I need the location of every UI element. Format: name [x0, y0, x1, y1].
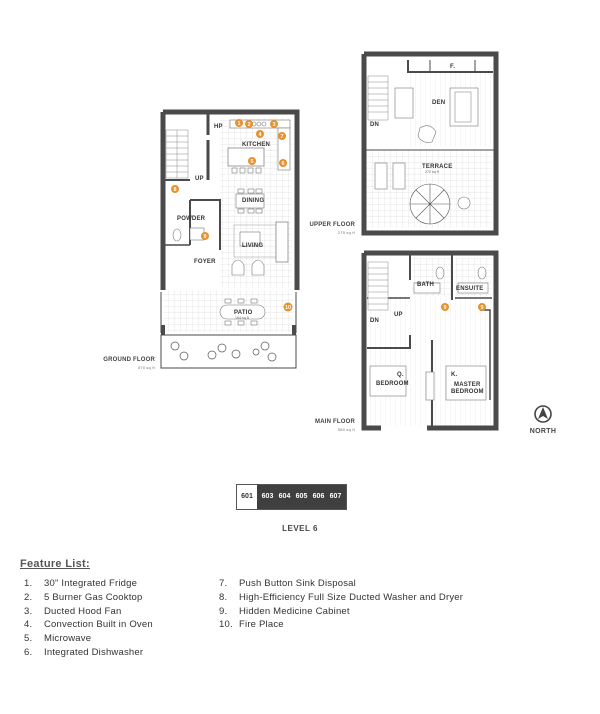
- feature-list-title: Feature List:: [20, 558, 90, 570]
- marker-1: 1: [237, 121, 240, 127]
- feature-item: 4.Convection Built in Oven: [24, 619, 153, 631]
- room-bath: BATH: [417, 282, 434, 288]
- unit-603: 603: [261, 493, 274, 500]
- marker-2: 2: [247, 122, 250, 128]
- feature-item: 1.30" Integrated Fridge: [24, 578, 138, 589]
- main-floor-label: MAIN FLOOR 580 sq ft: [315, 419, 355, 432]
- unit-606: 606: [312, 493, 325, 500]
- feature-markers-ground: 1 2 3 4 7 5 6 8 9 10: [171, 119, 293, 312]
- upper-floor-label: UPPER FLOOR 275 sq ft: [309, 222, 355, 235]
- terrace-area: 270 sq ft: [425, 170, 439, 174]
- marker-10: 10: [285, 305, 291, 311]
- marker-8: 8: [173, 187, 176, 193]
- unit-607: 607: [329, 493, 342, 500]
- feature-list-col-2: 7.Push Button Sink Disposal 8.High-Effic…: [219, 578, 463, 633]
- stair-up-main: UP: [394, 312, 403, 318]
- room-master: MASTER: [454, 382, 481, 388]
- floor-plans: HP KITCHEN UP DINING POWDER LIVING FOYER…: [160, 51, 552, 431]
- feature-item: 5.Microwave: [24, 633, 92, 645]
- unit-key: 601 603 604 605 606 607: [236, 484, 347, 510]
- feature-item: 3.Ducted Hood Fan: [24, 605, 122, 617]
- feature-list-col-1: 1.30" Integrated Fridge 2.5 Burner Gas C…: [24, 578, 153, 661]
- marker-9: 9: [203, 234, 206, 240]
- room-terrace: TERRACE: [422, 164, 452, 170]
- room-foyer: FOYER: [194, 259, 216, 265]
- ground-floor-label: GROUND FLOOR 570 sq ft: [103, 357, 155, 370]
- unit-others: 603 604 605 606 607: [257, 485, 346, 509]
- feature-item: 9.Hidden Medicine Cabinet: [219, 605, 350, 617]
- marker-9b: 9: [443, 305, 446, 311]
- north-arrow-icon: [534, 405, 552, 423]
- room-powder: POWDER: [177, 216, 206, 222]
- level-label: LEVEL 6: [282, 524, 318, 533]
- stair-dn-main: DN: [370, 318, 379, 324]
- room-k: K.: [451, 372, 458, 378]
- stair-up-ground: UP: [195, 176, 204, 182]
- marker-7: 7: [280, 134, 283, 140]
- room-q: Q.: [397, 372, 404, 378]
- room-kitchen: KITCHEN: [242, 142, 270, 148]
- unit-605: 605: [295, 493, 308, 500]
- feature-item: 8.High-Efficiency Full Size Ducted Washe…: [219, 591, 464, 603]
- unit-current: 601: [241, 493, 253, 500]
- marker-9c: 9: [480, 305, 483, 311]
- north-label: NORTH: [529, 428, 557, 435]
- room-dining: DINING: [242, 198, 264, 204]
- feature-markers-main: 9 9: [441, 303, 486, 311]
- room-patio: PATIO: [234, 310, 253, 316]
- main-floor-plan: BATH ENSUITE DN UP Q. BEDROOM K. MASTER …: [361, 250, 499, 431]
- marker-5: 5: [250, 159, 253, 165]
- room-ensuite: ENSUITE: [456, 286, 483, 292]
- unit-604: 604: [278, 493, 291, 500]
- stair-dn-upper: DN: [370, 122, 379, 128]
- room-f-upper: F.: [450, 64, 455, 70]
- marker-3: 3: [272, 122, 275, 128]
- patio-area: 164 sq ft: [235, 316, 249, 320]
- room-den: DEN: [432, 100, 445, 106]
- feature-item: 10.Fire Place: [219, 619, 284, 631]
- ground-floor-plan: HP KITCHEN UP DINING POWDER LIVING FOYER…: [160, 109, 300, 369]
- marker-6: 6: [281, 161, 284, 167]
- upper-floor-plan: F. DEN DN TERRACE 270 sq ft: [361, 51, 499, 236]
- north-indicator: NORTH: [525, 402, 561, 435]
- feature-item: 2.5 Burner Gas Cooktop: [24, 591, 143, 603]
- room-living: LIVING: [242, 243, 263, 249]
- room-master-bedroom: BEDROOM: [451, 389, 484, 395]
- marker-4: 4: [258, 132, 262, 138]
- room-bedroom: BEDROOM: [376, 381, 409, 387]
- feature-item: 7.Push Button Sink Disposal: [219, 578, 356, 589]
- feature-item: 6.Integrated Dishwasher: [24, 646, 144, 658]
- room-hp: HP: [214, 124, 223, 130]
